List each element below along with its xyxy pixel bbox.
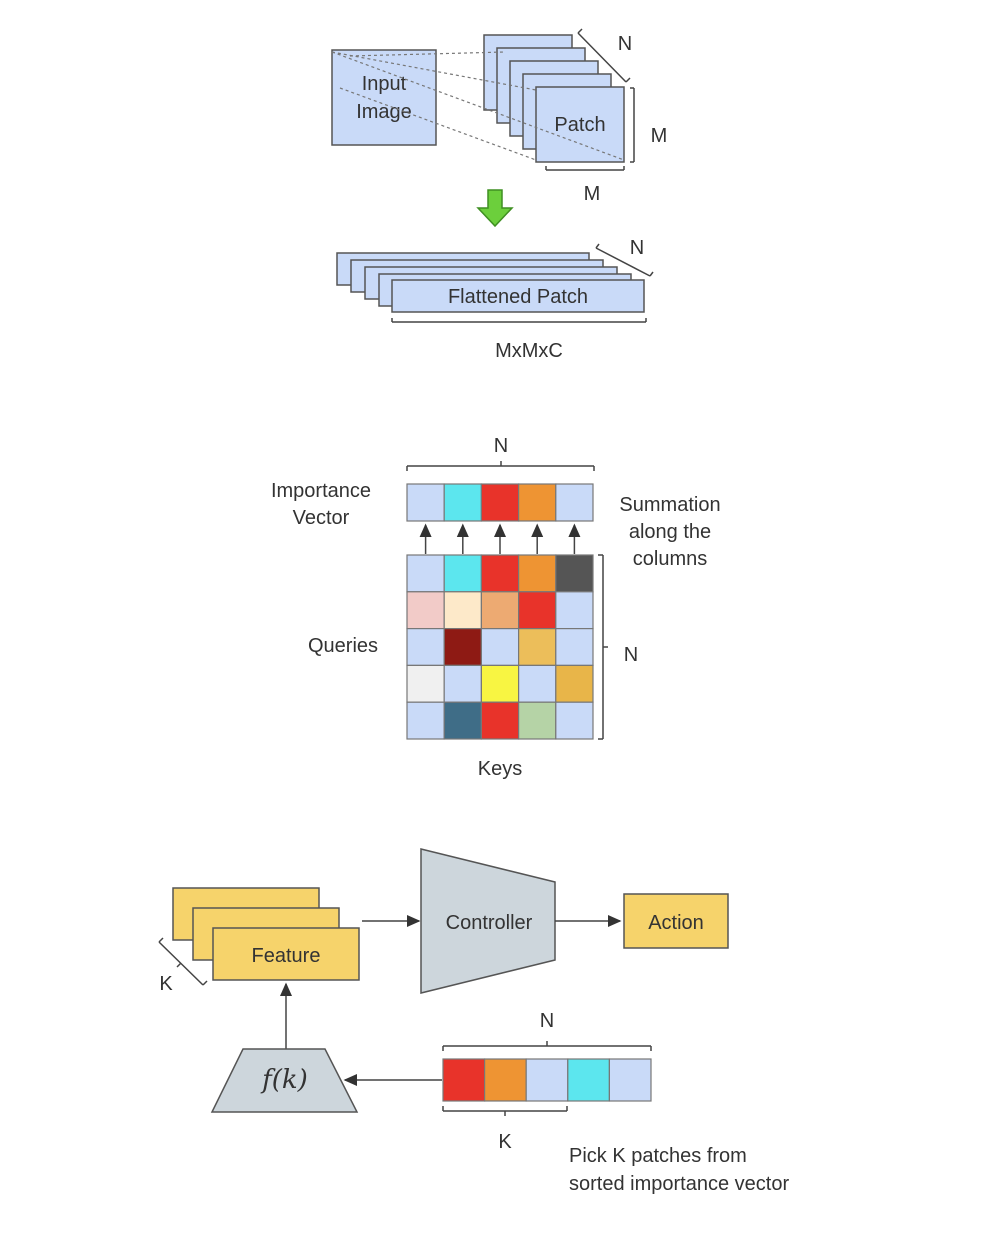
feature-card-front — [212, 927, 360, 981]
importance-vector-cell — [480, 483, 520, 522]
flattened-patch-label: Flattened Patch — [448, 286, 588, 308]
feature-label: Feature — [252, 945, 321, 967]
matrix-cell — [406, 591, 445, 630]
sorted-vector-cell — [567, 1058, 610, 1102]
patch-label: Patch — [554, 114, 605, 136]
projection-line — [349, 51, 506, 57]
importance-vector-cell — [443, 483, 483, 522]
matrix-cell — [480, 664, 520, 703]
flattened-patch-stack — [336, 252, 645, 313]
controller-section: Feature K Controller Action f(k) N — [158, 848, 789, 1195]
function-block — [210, 1048, 359, 1113]
matrix-cell — [517, 701, 557, 740]
n-label: N — [618, 33, 632, 55]
matrix-cell — [443, 664, 483, 703]
m-bottom-label: M — [584, 183, 601, 205]
sorted-importance-vector — [442, 1058, 652, 1102]
down-arrow-icon — [476, 189, 514, 228]
matrix-cell — [555, 664, 594, 703]
matrix-cell — [443, 627, 483, 666]
n-bracket — [577, 32, 627, 83]
projection-line — [331, 51, 625, 161]
matrix-cell — [480, 701, 520, 740]
attention-matrix — [406, 554, 594, 740]
patch-stack — [483, 34, 625, 163]
side-n-label: N — [624, 644, 638, 666]
function-label: f(k) — [260, 1065, 308, 1095]
matrix-cell — [480, 554, 520, 593]
sorted-vector-cell — [525, 1058, 569, 1102]
matrix-cell — [443, 591, 483, 630]
sorted-vector-cell — [608, 1058, 652, 1102]
matrix-cell — [517, 627, 557, 666]
queries-label: Queries — [308, 635, 378, 657]
flattened-n-label: N — [630, 237, 644, 259]
matrix-cell — [443, 701, 483, 740]
summation-arrows — [419, 523, 581, 554]
matrix-cell — [406, 701, 445, 740]
matrix-cell — [406, 664, 445, 703]
k-bottom-label: K — [498, 1131, 512, 1153]
matrix-cell — [555, 701, 594, 740]
controller-block — [420, 848, 556, 994]
dimension-label: MxMxC — [495, 340, 563, 362]
importance-vector-cell — [517, 483, 557, 522]
projection-line — [331, 51, 537, 91]
matrix-cell — [406, 627, 445, 666]
action-label: Action — [648, 912, 704, 934]
importance-vector-cell — [406, 483, 445, 522]
sorted-n-label: N — [540, 1010, 554, 1032]
matrix-cell — [480, 627, 520, 666]
feature-stack — [172, 887, 360, 981]
matrix-cell — [443, 554, 483, 593]
matrix-cell — [555, 627, 594, 666]
importance-vector-cell — [555, 483, 594, 522]
matrix-cell — [480, 591, 520, 630]
top-n-label: N — [494, 435, 508, 457]
action-box — [623, 893, 729, 949]
k-side-label: K — [159, 973, 173, 995]
m-side-label: M — [651, 125, 668, 147]
importance-vector — [406, 483, 594, 522]
matrix-cell — [406, 554, 445, 593]
matrix-cell — [517, 664, 557, 703]
matrix-cell — [555, 591, 594, 630]
sorted-vector-cell — [442, 1058, 486, 1102]
matrix-cell — [517, 554, 557, 593]
flattened-card-front — [391, 279, 645, 313]
matrix-cell — [555, 554, 594, 593]
patch-card-front — [535, 86, 625, 163]
input-image-box — [331, 49, 437, 146]
matrix-cell — [517, 591, 557, 630]
flattened-n-bracket — [595, 247, 651, 277]
keys-label: Keys — [478, 758, 522, 780]
sorted-vector-cell — [484, 1058, 527, 1102]
projection-line — [339, 87, 537, 161]
controller-label: Controller — [446, 912, 533, 934]
